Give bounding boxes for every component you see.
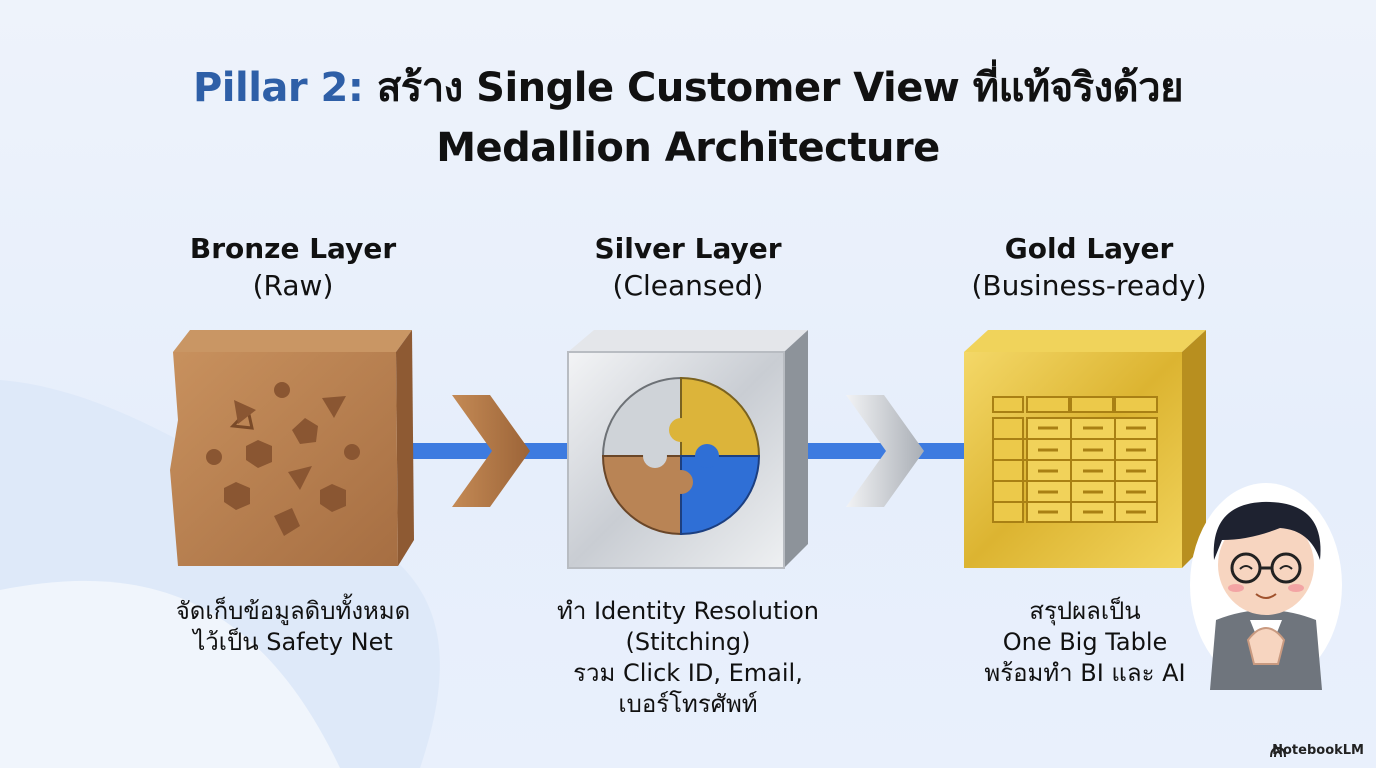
gold-layer-sub: (Business-ready) xyxy=(971,269,1207,302)
page-title: Pillar 2: สร้าง Single Customer View ที่… xyxy=(0,58,1376,178)
bronze-layer-sub: (Raw) xyxy=(252,269,334,302)
gold-desc-line: พร้อมทำ BI และ AI xyxy=(984,659,1186,687)
bronze-desc-line: จัดเก็บข้อมูลดิบทั้งหมด xyxy=(175,597,411,625)
silver-desc-line: เบอร์โทรศัพท์ xyxy=(618,690,758,718)
notebooklm-badge: NotebookLM xyxy=(1251,743,1364,758)
puzzle-cube-icon xyxy=(567,330,808,569)
title-accent: Pillar 2: xyxy=(192,65,364,111)
silver-desc-line: รวม Click ID, Email, xyxy=(573,659,803,687)
bronze-layer-heading: Bronze Layer (Raw) xyxy=(113,230,473,304)
silver-desc-line: ทำ Identity Resolution xyxy=(557,597,819,625)
badge-label: NotebookLM xyxy=(1272,743,1364,758)
notebooklm-logo-icon xyxy=(1270,746,1286,758)
mascot-avatar-icon xyxy=(1190,483,1342,690)
title-line-2: Medallion Architecture xyxy=(436,125,940,171)
silver-desc-line: (Stitching) xyxy=(625,628,751,656)
silver-layer-sub: (Cleansed) xyxy=(612,269,764,302)
gold-desc-line: One Big Table xyxy=(1002,628,1168,656)
gold-layer-name: Gold Layer xyxy=(1004,232,1174,265)
bronze-rock-block-icon xyxy=(170,330,414,566)
silver-layer-description: ทำ Identity Resolution (Stitching) รวม C… xyxy=(508,596,868,720)
chevron-right-icon xyxy=(846,395,924,507)
table-cube-icon xyxy=(964,330,1206,568)
chevron-right-icon xyxy=(452,395,530,507)
silver-layer-heading: Silver Layer (Cleansed) xyxy=(508,230,868,304)
gold-desc-line: สรุปผลเป็น xyxy=(1029,597,1141,625)
bronze-desc-line: ไว้เป็น Safety Net xyxy=(193,628,393,656)
gold-layer-heading: Gold Layer (Business-ready) xyxy=(909,230,1269,304)
title-main: สร้าง Single Customer View ที่แท้จริงด้ว… xyxy=(376,65,1184,111)
silver-layer-name: Silver Layer xyxy=(594,232,782,265)
bronze-layer-name: Bronze Layer xyxy=(189,232,397,265)
bronze-layer-description: จัดเก็บข้อมูลดิบทั้งหมด ไว้เป็น Safety N… xyxy=(113,596,473,658)
gold-layer-description: สรุปผลเป็น One Big Table พร้อมทำ BI และ … xyxy=(905,596,1265,689)
